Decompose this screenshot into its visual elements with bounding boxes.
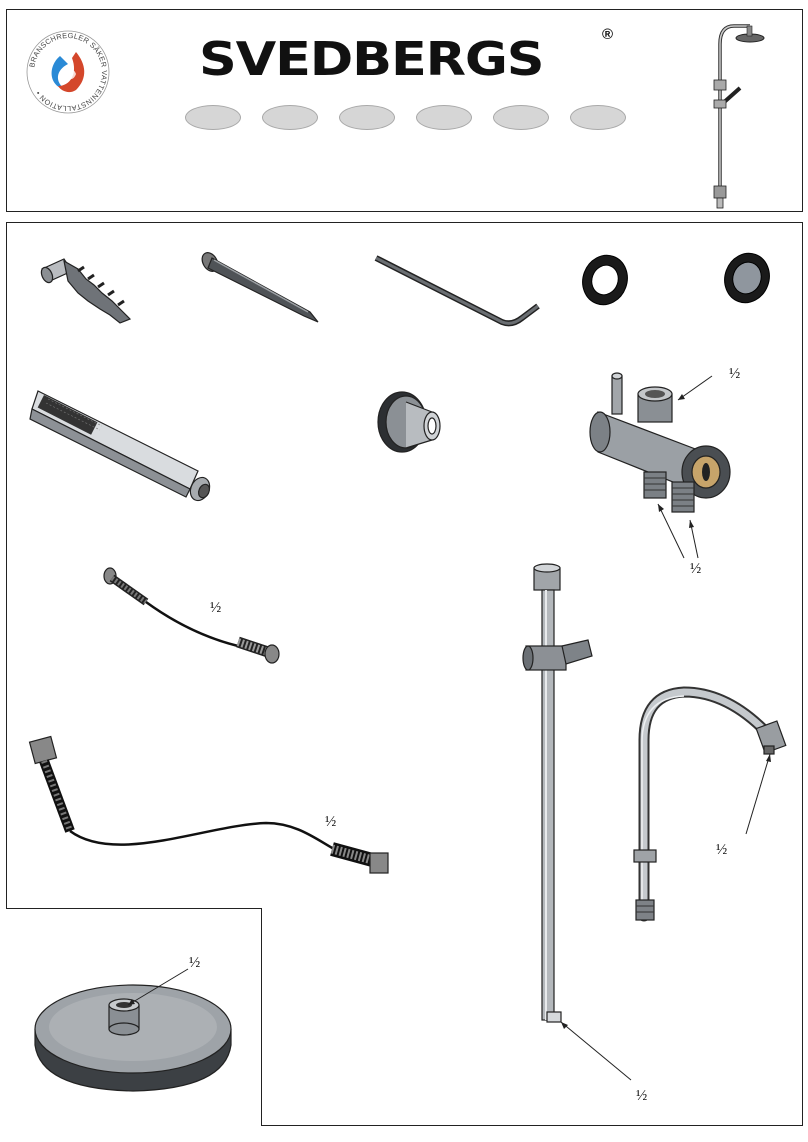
blank-oval-4 bbox=[416, 105, 472, 130]
short-hose-illustration bbox=[103, 567, 280, 664]
blank-oval-3 bbox=[339, 105, 395, 130]
bend-pipe-size-label: ½ bbox=[716, 842, 728, 858]
slide-rail-illustration bbox=[522, 563, 593, 1023]
valve-top-pointer bbox=[677, 375, 713, 401]
overhead-shower-illustration bbox=[34, 984, 232, 1092]
wall-plug-illustration bbox=[40, 258, 132, 324]
long-hose-illustration bbox=[28, 735, 389, 874]
screw-illustration bbox=[201, 252, 319, 323]
valve-bottom-size-label: ½ bbox=[690, 561, 702, 577]
rail-bottom-size-label: ½ bbox=[636, 1088, 648, 1104]
filter-washer-illustration bbox=[724, 252, 770, 304]
bend-pipe-illustration bbox=[633, 686, 787, 922]
shower-system-thumbnail bbox=[713, 24, 765, 209]
short-hose-size-label: ½ bbox=[210, 600, 222, 616]
hex-key-illustration bbox=[374, 255, 540, 327]
registered-mark: ® bbox=[602, 26, 614, 43]
brand-logo: SVEDBERGS bbox=[199, 32, 545, 86]
shower-head-pointer bbox=[127, 968, 189, 1006]
rail-bottom-pointer bbox=[560, 1021, 632, 1081]
blank-oval-6 bbox=[570, 105, 626, 130]
diverter-valve-illustration bbox=[589, 372, 731, 513]
hand-shower-illustration bbox=[29, 390, 211, 502]
bend-pipe-pointer bbox=[745, 753, 771, 835]
blank-oval-1 bbox=[185, 105, 241, 130]
long-hose-size-label: ½ bbox=[325, 814, 337, 830]
valve-top-size-label: ½ bbox=[729, 366, 741, 382]
header-panel: BRANSCHREGLER SÄKER VATTENINSTALLATION •… bbox=[6, 9, 803, 212]
certification-seal: BRANSCHREGLER SÄKER VATTENINSTALLATION • bbox=[24, 28, 112, 116]
blank-oval-5 bbox=[493, 105, 549, 130]
valve-bottom-pointers bbox=[657, 503, 699, 559]
shower-head-size-label: ½ bbox=[189, 955, 201, 971]
seal-graphic: BRANSCHREGLER SÄKER VATTENINSTALLATION • bbox=[26, 30, 110, 114]
rubber-washer-illustration bbox=[582, 254, 628, 306]
wall-adapter-illustration bbox=[377, 391, 441, 453]
blank-oval-2 bbox=[262, 105, 318, 130]
